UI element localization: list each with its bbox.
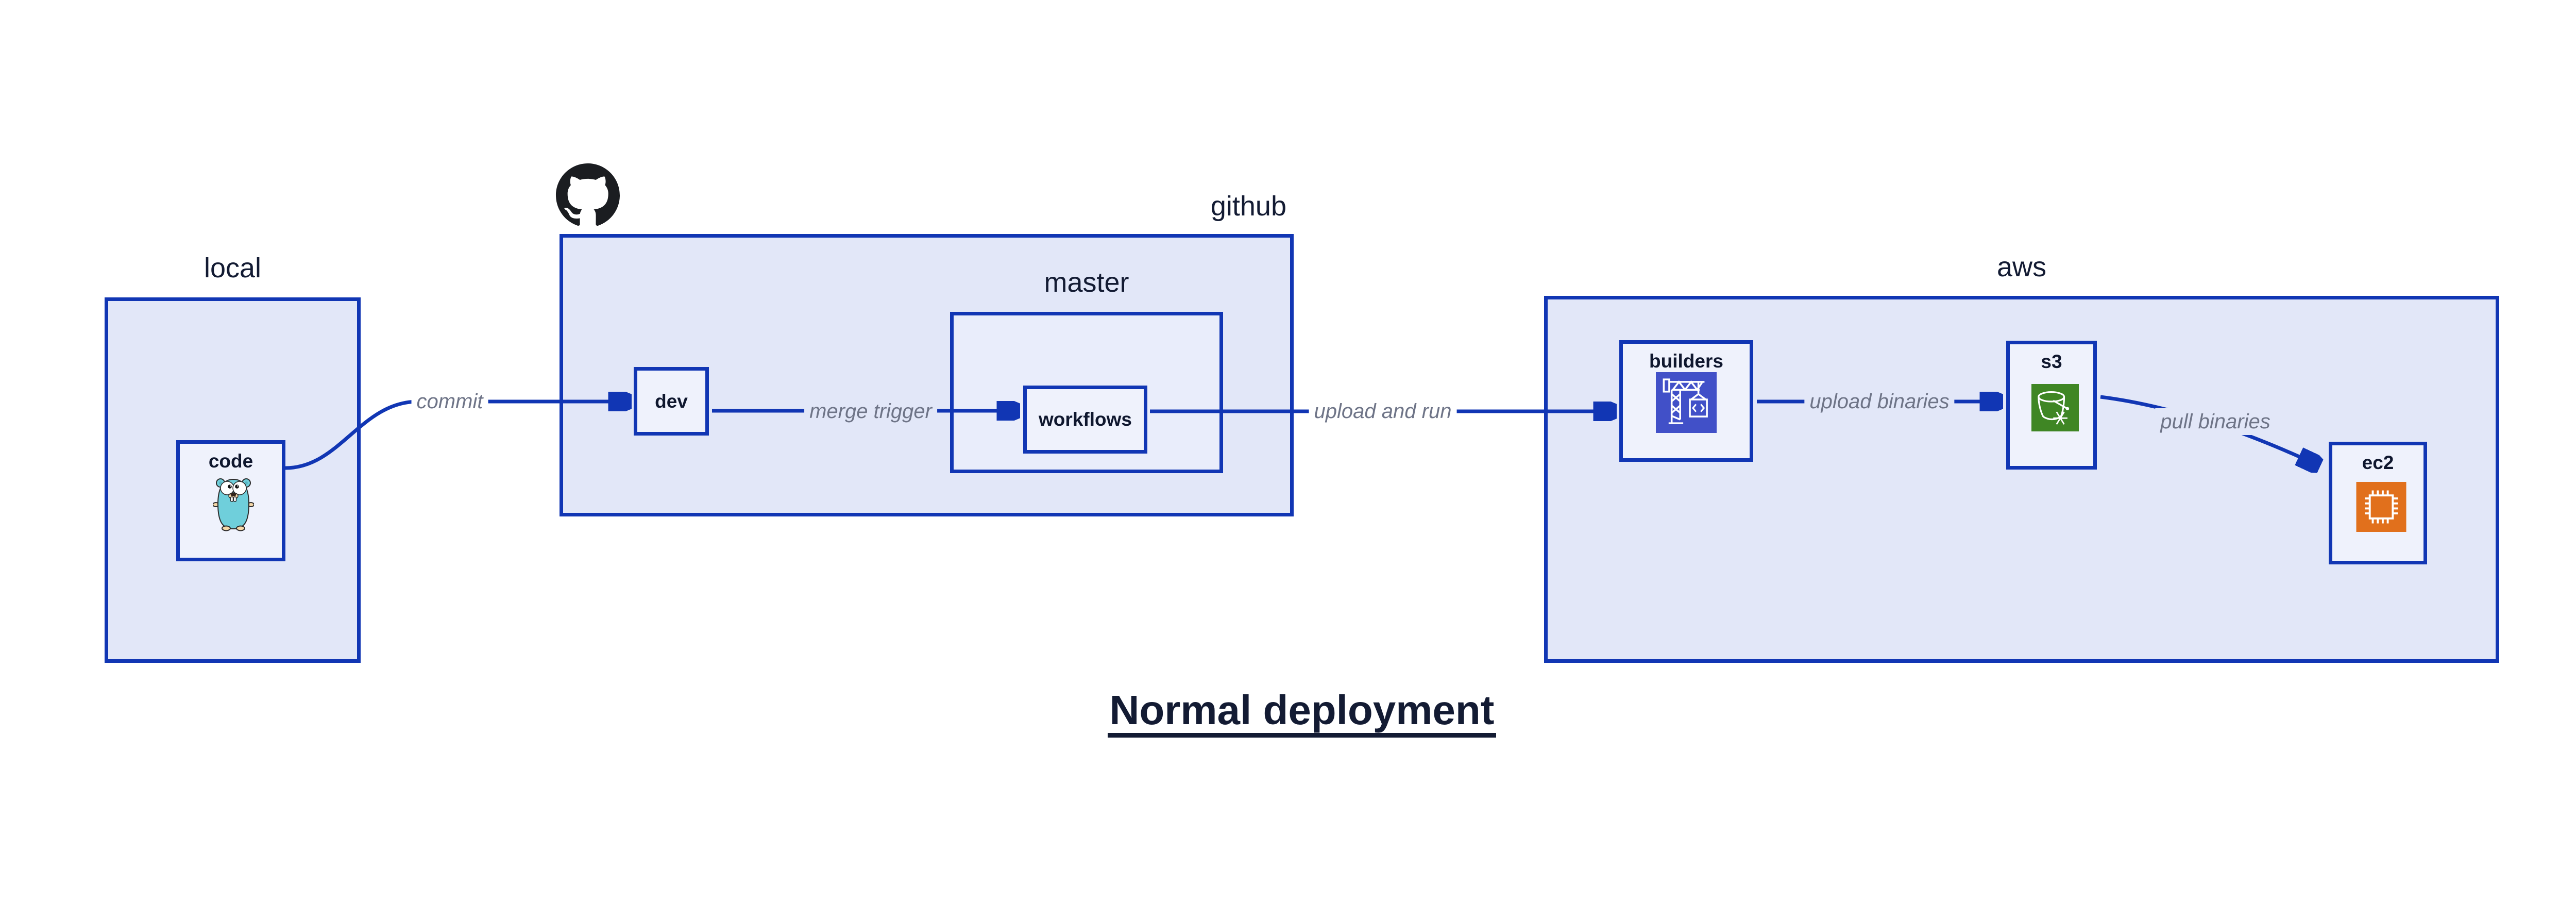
node-builders-label: builders — [1649, 350, 1723, 372]
aws-s3-glacier-icon — [2031, 384, 2079, 431]
node-ec2-label: ec2 — [2362, 452, 2394, 473]
edge-merge-trigger-label: merge trigger — [804, 398, 937, 425]
edge-commit-line — [285, 402, 630, 470]
local-label: local — [204, 253, 262, 283]
edge-upload-binaries-label: upload binaries — [1804, 388, 1955, 415]
node-dev: dev — [634, 367, 709, 436]
node-builders: builders — [1619, 340, 1753, 462]
edge-commit-label: commit — [411, 388, 488, 415]
aws-label: aws — [1996, 252, 2047, 282]
node-ec2: ec2 — [2329, 442, 2427, 564]
node-code: code — [176, 440, 285, 561]
aws-ec2-icon — [2356, 482, 2406, 532]
github-octocat-icon — [556, 163, 620, 226]
node-s3-label: s3 — [2041, 351, 2062, 372]
master-label: master — [1044, 267, 1129, 298]
title-wrap: Normal deployment — [0, 689, 2576, 738]
github-label: github — [1210, 191, 1286, 222]
node-code-label: code — [208, 450, 253, 472]
node-workflows-label: workflows — [1039, 409, 1132, 430]
diagram-title: Normal deployment — [1107, 689, 1497, 738]
edge-pull-binaries-label: pull binaries — [2155, 408, 2276, 435]
aws-codebuild-icon — [1656, 372, 1717, 433]
edge-upload-and-run-label: upload and run — [1309, 398, 1457, 425]
node-s3: s3 — [2006, 341, 2097, 470]
node-workflows: workflows — [1023, 386, 1147, 454]
node-dev-label: dev — [655, 390, 688, 412]
go-gopher-icon — [213, 478, 254, 531]
